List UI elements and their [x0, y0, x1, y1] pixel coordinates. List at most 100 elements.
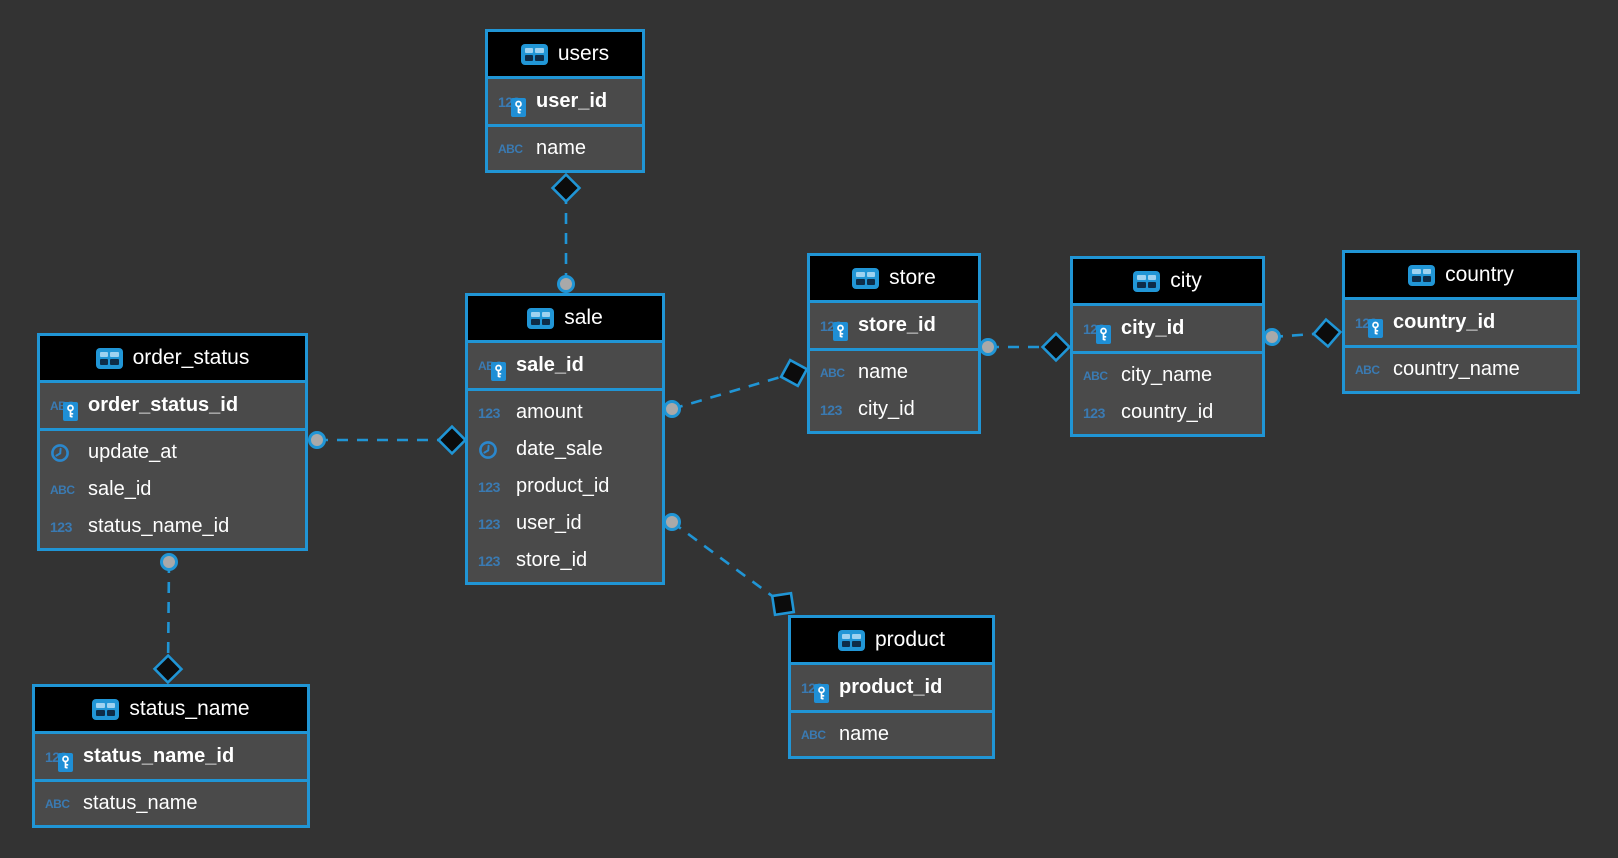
- text-type-icon: ABC: [498, 141, 523, 156]
- column-name: amount: [516, 401, 583, 423]
- datetime-type-icon: [478, 433, 516, 467]
- column-row-city_id[interactable]: 123 city_id: [810, 391, 978, 428]
- primary-key-icon: [511, 97, 526, 117]
- entity-header[interactable]: product: [791, 618, 992, 665]
- column-name: name: [536, 137, 587, 159]
- relation-store-city[interactable]: [979, 331, 1072, 363]
- column-row-name[interactable]: ABC name: [488, 130, 642, 167]
- columns-section: ABC name 123 city_id: [810, 351, 978, 431]
- relation-order_status-sale[interactable]: [308, 424, 468, 456]
- relation-sale-users[interactable]: [550, 172, 582, 293]
- column-name: country_name: [1393, 358, 1520, 380]
- relation-circle-end: [663, 400, 681, 418]
- primary-key-icon: [833, 321, 848, 341]
- number-type-icon: 123: [498, 85, 536, 119]
- column-row-name[interactable]: ABC name: [810, 354, 978, 391]
- relation-sale-store[interactable]: [663, 358, 809, 418]
- relation-circle-end: [308, 431, 326, 449]
- entity-header[interactable]: status_name: [35, 687, 307, 734]
- relation-diamond-end: [550, 172, 582, 204]
- entity-order_status[interactable]: order_statusABCorder_status_idupdate_atA…: [37, 333, 308, 551]
- column-name: product_id: [839, 676, 943, 698]
- column-name: city_id: [858, 398, 915, 420]
- entity-sale[interactable]: saleABCsale_id 123 amount date_sale 123produ…: [465, 293, 665, 585]
- column-row-order_status_id[interactable]: ABCorder_status_id: [40, 383, 305, 431]
- primary-key-icon: [814, 683, 829, 703]
- relation-sale-product[interactable]: [663, 513, 796, 617]
- column-row-name[interactable]: ABC name: [791, 716, 992, 753]
- column-name: order_status_id: [88, 394, 239, 416]
- column-name: update_at: [88, 441, 177, 463]
- relation-diamond-end: [152, 653, 184, 685]
- table-icon: [1408, 264, 1436, 286]
- table-icon: [852, 267, 880, 289]
- text-type-icon: ABC: [801, 727, 826, 742]
- relation-diamond-end: [1040, 331, 1072, 363]
- entity-title: status_name: [129, 697, 250, 720]
- number-type-icon: 123: [820, 401, 842, 418]
- column-name: country_id: [1393, 311, 1496, 333]
- column-row-date_sale[interactable]: date_sale: [468, 431, 662, 468]
- relation-circle-end: [557, 275, 575, 293]
- column-name: date_sale: [516, 438, 603, 460]
- text-type-icon: ABC: [50, 482, 75, 497]
- relation-diamond-end: [779, 358, 809, 388]
- text-type-icon: ABC: [820, 365, 845, 380]
- number-type-icon: 123: [478, 404, 500, 421]
- entity-header[interactable]: store: [810, 256, 978, 303]
- columns-section: ABC name: [488, 127, 642, 170]
- relation-city-country[interactable]: [1263, 317, 1343, 349]
- entity-title: product: [874, 628, 946, 651]
- entity-header[interactable]: city: [1073, 259, 1262, 306]
- entity-title: sale: [564, 306, 603, 329]
- column-name: city_id: [1121, 317, 1185, 339]
- column-row-amount[interactable]: 123 amount: [468, 394, 662, 431]
- number-type-icon: 123: [478, 478, 500, 495]
- text-type-icon: ABC: [478, 349, 516, 383]
- datetime-type-icon: [50, 436, 88, 470]
- relation-circle-end: [663, 513, 681, 531]
- entity-header[interactable]: sale: [468, 296, 662, 343]
- entity-header[interactable]: order_status: [40, 336, 305, 383]
- column-name: name: [839, 723, 890, 745]
- relation-order_status-status_name[interactable]: [152, 553, 184, 685]
- entity-header[interactable]: users: [488, 32, 642, 79]
- number-type-icon: 123: [1355, 306, 1393, 340]
- number-type-icon: 123: [820, 309, 858, 343]
- column-row-update_at[interactable]: update_at: [40, 434, 305, 471]
- column-name: name: [858, 361, 909, 383]
- relation-circle-end: [979, 338, 997, 356]
- table-icon: [527, 307, 555, 329]
- table-icon: [95, 347, 123, 369]
- table-icon: [837, 629, 865, 651]
- primary-key-icon: [63, 401, 78, 421]
- entity-header[interactable]: country: [1345, 253, 1577, 300]
- column-name: user_id: [536, 90, 608, 112]
